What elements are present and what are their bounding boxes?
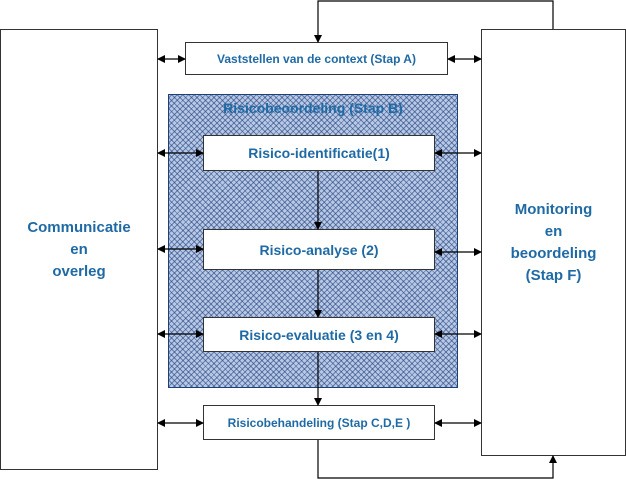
behandeling-box: Risicobehandeling (Stap C,D,E ) [203,405,435,440]
evaluatie-label: Risico-evaluatie (3 en 4) [239,326,399,343]
analyse-label: Risico-analyse (2) [259,241,379,258]
feedback-loop-top [314,0,554,43]
communicatie-line-1: Communicatie [27,218,131,236]
identificatie-label: Risico-identificatie(1) [248,145,390,161]
monitoring-box: Monitoring en beoordeling (Stap F) [481,29,626,456]
feedback-loop-bottom [317,440,557,479]
behandeling-label: Risicobehandeling (Stap C,D,E ) [227,415,411,430]
monitoring-line-1: Monitoring [514,200,593,218]
monitoring-line-3: beoordeling [510,244,597,262]
communicatie-line-3: overleg [52,262,106,280]
stap-a-label: Vaststellen van de context (Stap A) [217,51,416,66]
communicatie-box: Communicatie en overleg [0,29,158,470]
communicatie-line-2: en [70,240,88,258]
monitoring-line-2: en [544,222,563,240]
risicobeoordeling-title: Risicobeoordeling (Stap B) [223,100,403,116]
monitoring-line-4: (Stap F) [525,266,582,284]
